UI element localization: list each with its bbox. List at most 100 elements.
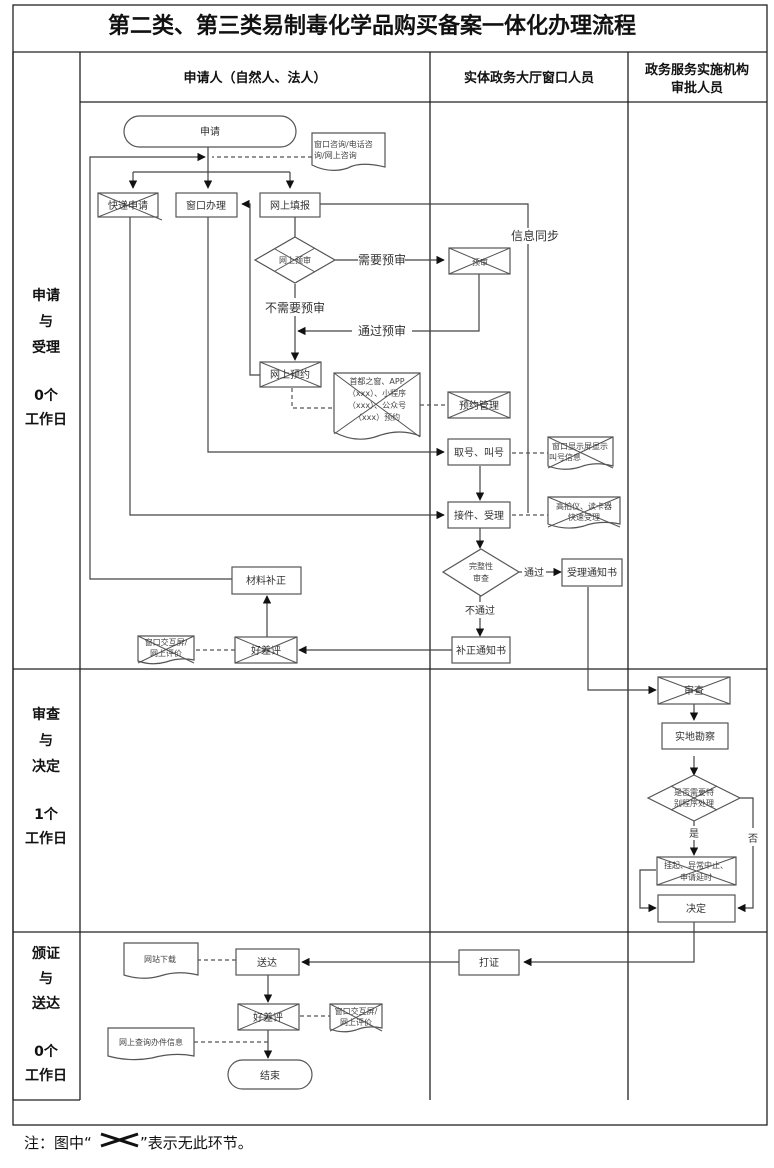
node-label: 首都之窗、APP [349, 376, 404, 386]
phase-name: 审查 [32, 706, 61, 723]
node-special-procedure: 是否需要特 别程序处理 [646, 774, 742, 822]
lane-header-window-staff: 实体政务大厅窗口人员 [464, 70, 594, 86]
node-start: 申请 [123, 115, 297, 148]
node-label: 窗口办理 [186, 199, 226, 212]
node-label: 快速受理 [568, 512, 600, 522]
node-label: 接件、受理 [454, 509, 504, 522]
phase-name: 受理 [32, 339, 60, 356]
node-booking-management: 预约管理 [447, 391, 511, 419]
node-label: （xxx）、小程序 [348, 388, 406, 398]
node-booking-channels-doc: 首都之窗、APP （xxx）、小程序 （xxx）、公众号 （xxx）预约 [333, 372, 421, 440]
node-label: 受理通知书 [567, 566, 617, 579]
phase-days: 1个 [34, 806, 59, 823]
node-correction-notice: 补正通知书 [451, 636, 511, 664]
node-label: 窗口交互屏/ [335, 1006, 378, 1016]
node-window-handle: 窗口办理 [175, 192, 238, 218]
node-label: 打证 [479, 956, 499, 969]
footnote: 注：图中“ ”表示无此环节。 [24, 1132, 253, 1152]
phase-days: 0个 [34, 1043, 59, 1060]
edge-label-no-precheck: 不需要预审 [265, 300, 325, 315]
node-label: 预约管理 [459, 399, 499, 412]
node-label: 结束 [260, 1069, 280, 1082]
node-label: 网上评价 [340, 1018, 372, 1027]
node-label: 网上预审 [279, 255, 311, 265]
node-online-precheck: 网上预审 [253, 236, 337, 284]
node-label: 高拍仪、读卡器 [556, 501, 612, 511]
phase-name: 申请 [32, 287, 60, 304]
node-label: （xxx）预约 [354, 412, 400, 422]
node-print-certificate: 打证 [458, 949, 520, 976]
edge-label-pass: 通过 [524, 566, 544, 579]
node-accept-notice: 受理通知书 [561, 558, 623, 587]
node-label: 网上预约 [270, 368, 310, 381]
node-label: 快递申请 [108, 199, 148, 212]
node-label: 是否需要特 [674, 787, 714, 797]
phase-name: 决定 [32, 758, 60, 775]
node-screen-display-doc: 窗口显示屏显示 叫号信息 [547, 436, 614, 470]
node-precheck: 预审 [448, 247, 511, 275]
node-label: 网上填报 [270, 199, 310, 212]
phase-days-unit: 工作日 [25, 411, 67, 428]
node-label: 好差评 [253, 1011, 283, 1024]
node-take-number: 取号、叫号 [447, 438, 511, 466]
node-label: 窗口交互屏/ [145, 637, 188, 647]
node-label: 别程序处理 [674, 798, 714, 808]
edge-label-fail: 不通过 [465, 604, 495, 617]
node-decision: 决定 [657, 894, 736, 923]
phase-days-unit: 工作日 [25, 830, 67, 847]
diagram-title: 第二类、第三类易制毒化学品购买备案一体化办理流程 [108, 13, 636, 39]
node-label: 决定 [686, 902, 706, 915]
node-rating-issue: 好差评 [237, 1003, 300, 1031]
node-online-booking: 网上预约 [259, 361, 322, 388]
node-label: 网站下载 [144, 954, 176, 964]
phase-label-issue: 颁证 与 送达 0个 工作日 [25, 946, 67, 1084]
node-suspend: 挂起、异常中止、 申请延时 [656, 856, 737, 886]
lane-header-approver-line1: 政务服务实施机构 [645, 62, 749, 78]
lane-header-approver-line2: 审批人员 [671, 80, 723, 96]
node-label: 取号、叫号 [454, 447, 504, 459]
node-label: 网上查询办件信息 [119, 1037, 183, 1047]
node-label: 好差评 [251, 644, 281, 657]
node-label: 送达 [257, 956, 277, 969]
edge-label-need-precheck: 需要预审 [358, 252, 406, 267]
node-label: 申请 [200, 125, 220, 138]
node-rating-accept: 好差评 [234, 636, 298, 664]
phase-days: 0个 [34, 387, 59, 404]
node-end: 结束 [227, 1059, 313, 1090]
node-label: 窗口显示屏显示 [552, 441, 608, 451]
phase-name: 与 [39, 733, 53, 749]
phase-label-accept: 申请 与 受理 0个 工作日 [25, 287, 67, 428]
node-material-fix: 材料补正 [231, 566, 302, 595]
node-completeness-check: 完整性 审查 [441, 548, 521, 597]
node-label: 挂起、异常中止、 [664, 860, 728, 870]
node-consult-doc: 窗口咨询/电话咨 询/网上咨询 [311, 132, 386, 171]
node-label: 审查 [684, 684, 704, 697]
node-label: 实地勘察 [675, 730, 715, 743]
node-site-inspection: 实地勘察 [661, 722, 729, 750]
phase-name: 与 [39, 314, 53, 330]
node-label: 预审 [472, 257, 488, 267]
node-label: 材料补正 [246, 574, 286, 587]
node-label: 询/网上咨询 [314, 150, 357, 160]
footnote-suffix: ”表示无此环节。 [140, 1134, 253, 1152]
table-frame [12, 4, 768, 1126]
node-online-fill: 网上填报 [259, 192, 321, 218]
node-scanner-doc: 高拍仪、读卡器 快速受理 [547, 496, 621, 529]
node-rating-channel-doc-issue: 窗口交互屏/ 网上评价 [329, 1003, 383, 1033]
footnote-prefix: 注：图中“ [24, 1134, 92, 1152]
phase-name: 送达 [31, 995, 60, 1012]
node-label: 完整性 [469, 561, 493, 571]
edge-label-info-sync: 信息同步 [511, 228, 559, 243]
node-web-download-doc: 网站下载 [123, 942, 199, 979]
node-deliver: 送达 [235, 948, 300, 976]
phase-label-review: 审查 与 决定 1个 工作日 [25, 706, 67, 847]
lane-header-applicant: 申请人（自然人、法人） [183, 70, 326, 86]
node-label: 申请延时 [680, 872, 712, 882]
node-label: 补正通知书 [456, 644, 506, 657]
node-label: 叫号信息 [549, 452, 581, 462]
node-review: 审查 [657, 676, 731, 705]
edge-label-pass-precheck: 通过预审 [358, 323, 406, 338]
node-receive: 接件、受理 [447, 501, 511, 529]
phase-name: 与 [39, 971, 53, 987]
